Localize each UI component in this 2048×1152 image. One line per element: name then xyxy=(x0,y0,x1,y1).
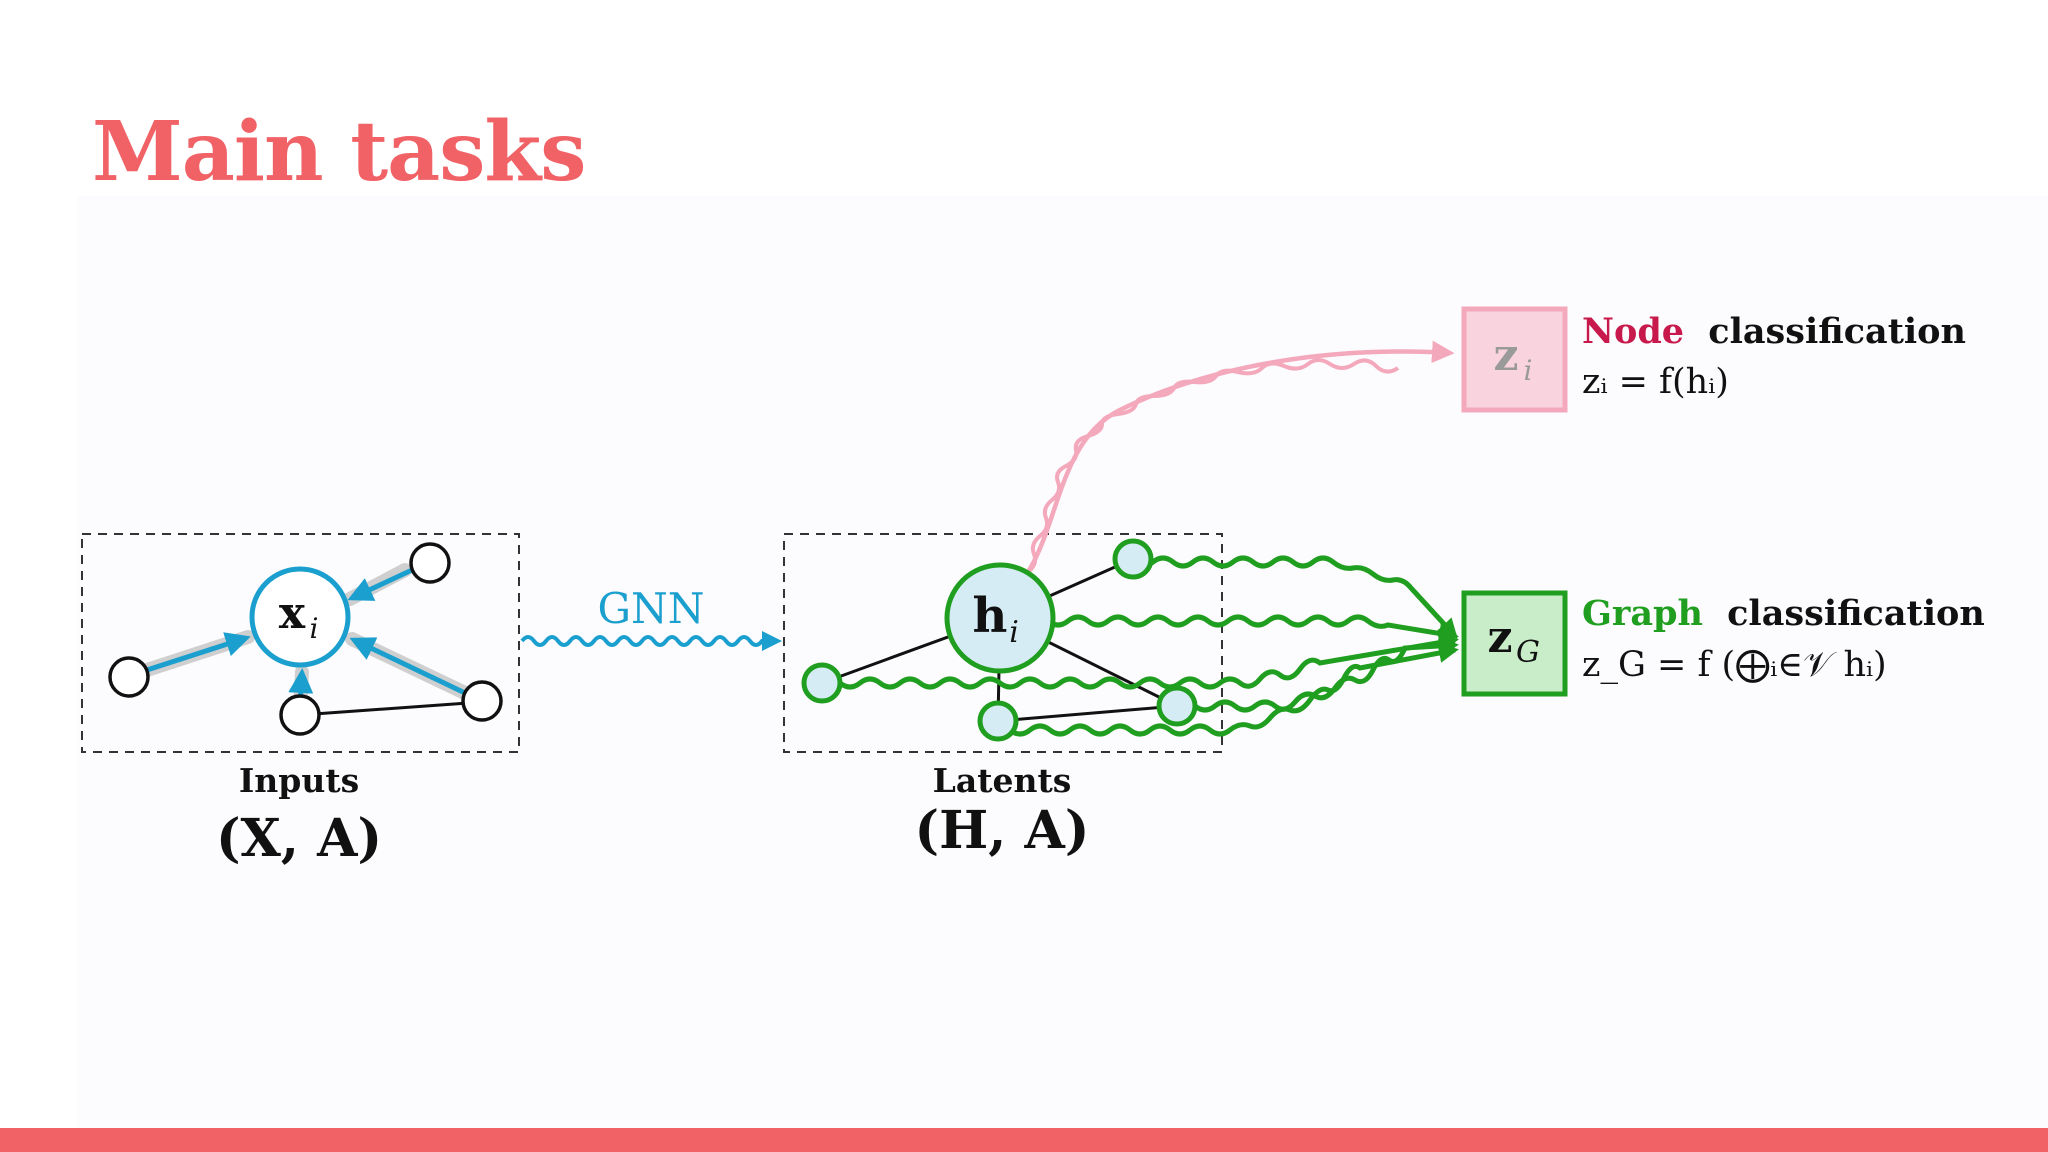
latent-neighbor-node xyxy=(1112,538,1154,580)
graph-task-highlight: Graph xyxy=(1582,593,1703,634)
inputs-label: Inputs xyxy=(239,761,359,800)
input-neighbor-node xyxy=(108,656,150,698)
graph-output-box xyxy=(1461,590,1568,697)
latent-neighbor-node xyxy=(801,662,843,704)
gnn-wavy-arrow xyxy=(520,631,782,651)
latent-node-subscript: i xyxy=(1009,615,1019,650)
node-task-rest: classification xyxy=(1708,311,1966,352)
gnn-label: GNN xyxy=(597,584,704,633)
graph-output-subscript: G xyxy=(1516,635,1540,670)
graph-output-label: z xyxy=(1488,612,1513,663)
message-arrow xyxy=(347,567,414,601)
node-output-box xyxy=(1461,306,1568,413)
message-arrow xyxy=(349,637,467,696)
node-task-title: Node classification xyxy=(1582,311,1966,352)
node-task-wavy-overlay xyxy=(1026,358,1400,574)
graph-task-wavy-arrows xyxy=(838,555,1459,737)
node-task-highlight: Node xyxy=(1582,311,1684,352)
latent-center-node xyxy=(944,562,1056,674)
latents-dashed-box xyxy=(783,533,1223,753)
node-task-formula: zᵢ = f(hᵢ) xyxy=(1582,362,1729,402)
message-arrow xyxy=(146,632,251,673)
input-neighbor-node xyxy=(409,542,451,584)
input-neighbor-node xyxy=(279,694,321,736)
inputs-formula: (X, A) xyxy=(216,808,382,869)
input-node-label: x xyxy=(279,588,306,639)
node-output-subscript: i xyxy=(1524,354,1533,387)
input-node-subscript: i xyxy=(310,612,319,645)
latent-neighbor-node xyxy=(977,700,1019,742)
graph-task-rest: classification xyxy=(1727,593,1985,634)
inputs-dashed-box xyxy=(81,533,520,753)
node-task-wavy-arrow xyxy=(1026,340,1455,574)
bottom-accent-bar xyxy=(0,1128,2048,1152)
latent-neighbor-node xyxy=(1156,685,1198,727)
latents-label: Latents xyxy=(933,761,1072,800)
input-neighbor-node xyxy=(461,680,503,722)
graph-task-title: Graph classification xyxy=(1582,593,1985,634)
input-center-node xyxy=(249,566,351,668)
latent-node-label: h xyxy=(973,588,1008,644)
input-edge xyxy=(299,700,483,717)
slide-title: Main tasks xyxy=(92,104,586,200)
graph-task-formula: z_G = f (⨁ᵢ∈𝒱 hᵢ) xyxy=(1582,645,1887,685)
latents-formula: (H, A) xyxy=(915,800,1090,861)
node-output-label: z xyxy=(1494,330,1519,381)
